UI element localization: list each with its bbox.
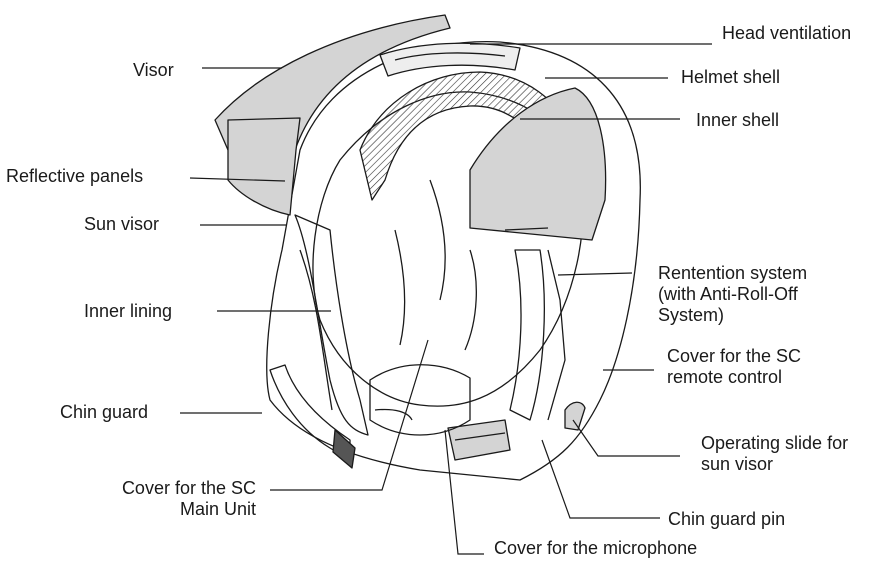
label-cover-sc-main-line1: Cover for the SC [84, 478, 256, 499]
label-chin-guard-pin: Chin guard pin [668, 509, 785, 530]
label-reflective-panels: Reflective panels [6, 166, 143, 187]
helmet-illustration [215, 15, 640, 480]
label-retention-system-line1: Rentention system [658, 263, 807, 284]
label-helmet-shell: Helmet shell [681, 67, 780, 88]
sun-visor-part [228, 118, 300, 215]
label-cover-sc-remote-line1: Cover for the SC [667, 346, 801, 367]
label-cover-sc-main: Cover for the SC Main Unit [84, 478, 256, 520]
label-operating-slide-line1: Operating slide for [701, 433, 848, 454]
label-cover-sc-remote-line2: remote control [667, 367, 801, 388]
label-cover-sc-remote: Cover for the SC remote control [667, 346, 801, 388]
label-cover-sc-main-line2: Main Unit [84, 499, 256, 520]
label-visor: Visor [133, 60, 174, 81]
label-inner-lining: Inner lining [84, 301, 172, 322]
label-operating-slide: Operating slide for sun visor [701, 433, 848, 475]
label-chin-guard: Chin guard [60, 402, 148, 423]
operating-slide-part [565, 402, 585, 430]
microphone-cover-part [370, 365, 470, 435]
label-inner-shell: Inner shell [696, 110, 779, 131]
head-ventilation-part [380, 43, 520, 76]
label-retention-system: Rentention system (with Anti-Roll-Off Sy… [658, 263, 807, 326]
label-retention-system-line2: (with Anti-Roll-Off [658, 284, 807, 305]
leader-operating-slide [573, 420, 680, 456]
label-head-ventilation: Head ventilation [722, 23, 851, 44]
reflective-panel-right [470, 88, 606, 240]
label-retention-system-line3: System) [658, 305, 807, 326]
leader-retention-system [558, 273, 632, 275]
label-cover-microphone: Cover for the microphone [494, 538, 697, 559]
label-sun-visor: Sun visor [84, 214, 159, 235]
leader-chin-guard-pin [542, 440, 660, 518]
label-operating-slide-line2: sun visor [701, 454, 848, 475]
